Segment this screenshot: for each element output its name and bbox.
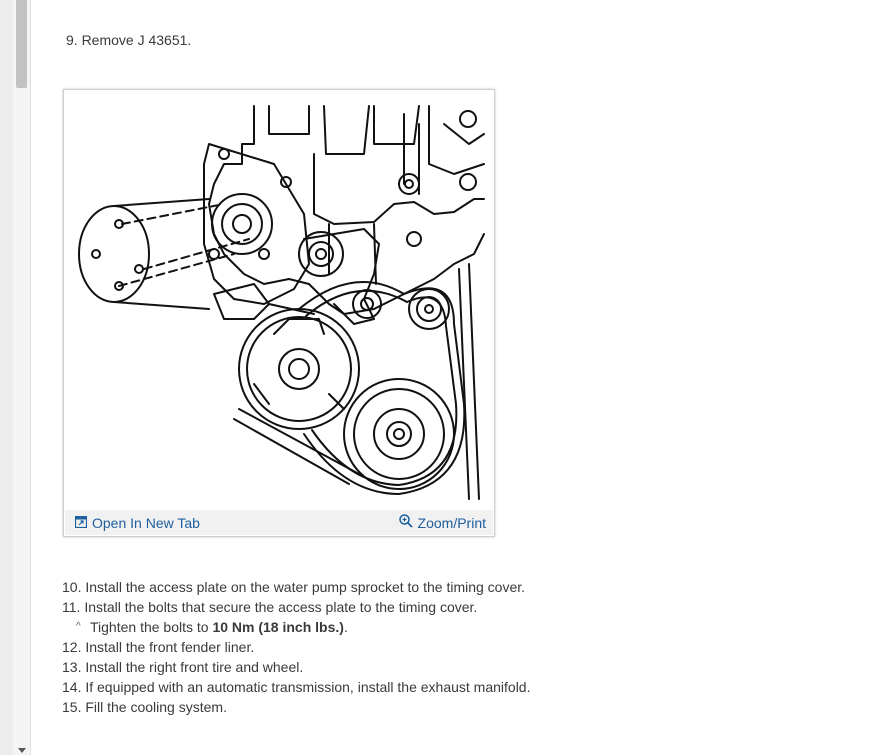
torque-instruction: Tighten the bolts to 10 Nm (18 inch lbs.… (90, 617, 348, 637)
vertical-scrollbar[interactable] (13, 0, 31, 755)
steps-list: 10. Install the access plate on the wate… (62, 577, 530, 717)
figure-footer: Open In New Tab Zoom/Print (65, 510, 493, 535)
zoom-print-label: Zoom/Print (417, 514, 486, 531)
engine-belt-diagram (78, 105, 485, 500)
torque-suffix: . (343, 619, 348, 635)
scroll-down-arrow-icon[interactable] (16, 745, 27, 755)
torque-value: 10 Nm (18 inch lbs.) (212, 619, 344, 635)
document-content: 9. Remove J 43651. (30, 0, 876, 755)
step-12: 12. Install the front fender liner. (62, 639, 255, 655)
step-13: 13. Install the right front tire and whe… (62, 659, 304, 675)
open-in-new-tab-label: Open In New Tab (92, 514, 200, 531)
caret-bullet-icon: ^ (76, 621, 81, 632)
step-14: 14. If equipped with an automatic transm… (62, 679, 531, 695)
step-15: 15. Fill the cooling system. (62, 699, 227, 715)
left-panel-edge (0, 0, 14, 755)
step-11-sub: ^ Tighten the bolts to 10 Nm (18 inch lb… (62, 617, 530, 637)
magnifier-zoom-icon (398, 513, 413, 533)
step-10: 10. Install the access plate on the wate… (62, 579, 526, 595)
open-in-new-tab-link[interactable]: Open In New Tab (74, 513, 200, 533)
step-11: 11. Install the bolts that secure the ac… (62, 599, 478, 615)
step-9: 9. Remove J 43651. (66, 32, 192, 48)
torque-prefix: Tighten the bolts to (90, 619, 213, 635)
zoom-print-link[interactable]: Zoom/Print (398, 513, 486, 533)
figure-container: Open In New Tab Zoom/Print (63, 89, 495, 537)
scrollbar-thumb[interactable] (16, 0, 27, 88)
open-in-new-tab-icon (74, 513, 88, 533)
